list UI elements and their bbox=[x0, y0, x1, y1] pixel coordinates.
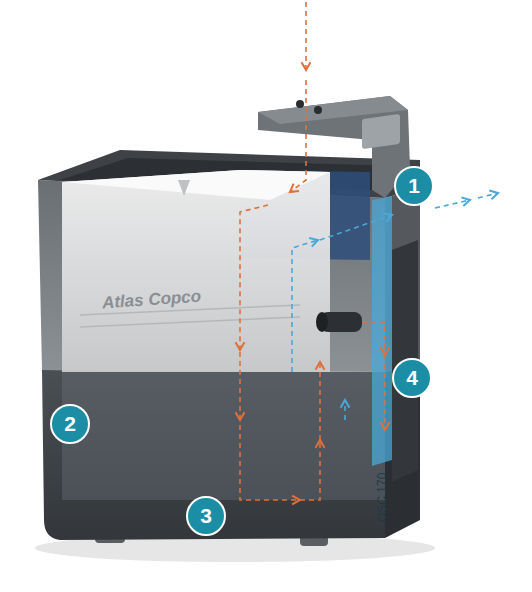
callout-number: 3 bbox=[186, 496, 226, 536]
callout-number: 4 bbox=[392, 358, 432, 398]
model-name: OSC 170 bbox=[375, 473, 389, 522]
callout-number: 1 bbox=[394, 166, 434, 206]
callout-number: 2 bbox=[50, 404, 90, 444]
